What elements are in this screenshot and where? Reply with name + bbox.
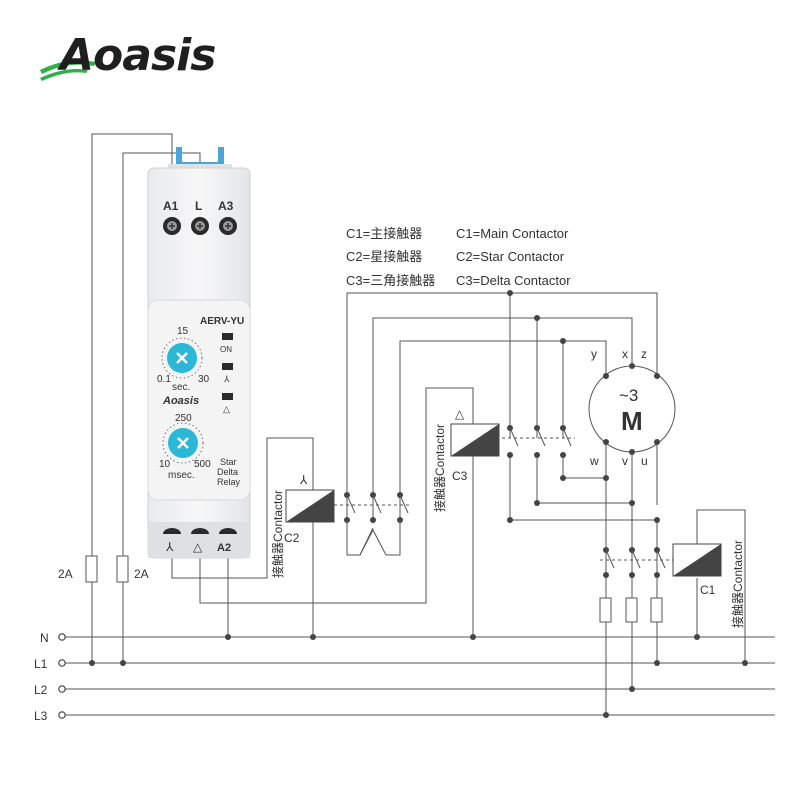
fuse-4 <box>625 597 638 623</box>
relay-side-label-3: Relay <box>217 477 241 487</box>
terminal-label-a1: A1 <box>163 199 179 213</box>
top-terminal-screws <box>163 217 237 235</box>
relay-side-label-2: Delta <box>217 467 238 477</box>
fuse-label-2: 2A <box>134 567 149 581</box>
terminal-label-star: ⅄ <box>165 540 174 554</box>
terminal-label-a3: A3 <box>218 199 234 213</box>
line-terminal-l2 <box>58 685 66 693</box>
motor-terminal-v: v <box>622 454 628 468</box>
motor-symbol: M <box>621 406 643 436</box>
coil-c2-vertical-label: 接触器Contactor <box>270 490 285 578</box>
coil-c2: ⅄ C2 接触器Contactor <box>270 473 335 578</box>
fuse-3 <box>599 597 612 623</box>
knob1-unit: sec. <box>172 382 190 393</box>
coil-c3-label: C3 <box>452 469 468 483</box>
coil-c1-vertical-label: 接触器Contactor <box>730 540 745 628</box>
line-terminal-l1 <box>58 659 66 667</box>
indicator-on <box>222 333 233 340</box>
logo-text: Aoasis <box>60 30 216 81</box>
motor-terminal-z: z <box>641 347 647 361</box>
fuse-5 <box>650 597 663 623</box>
terminal-label-l: L <box>195 199 202 213</box>
knob2-right: 500 <box>194 459 211 470</box>
legend: C1=主接触器 C1=Main Contactor C2=星接触器 C2=Sta… <box>346 226 571 288</box>
line-terminal-l3 <box>58 711 66 719</box>
line-label-n: N <box>40 631 49 645</box>
indicator-delta <box>222 393 233 400</box>
bottom-terminal-screws <box>163 528 237 534</box>
indicator-delta-label: △ <box>223 404 230 414</box>
motor-terminal-x: x <box>622 347 628 361</box>
motor: ~3 M y x z w v u <box>588 347 676 468</box>
fuse-label-1: 2A <box>58 567 73 581</box>
line-terminal-n <box>58 633 66 641</box>
fuse-2 <box>116 555 129 583</box>
indicator-star <box>222 363 233 370</box>
relay-model: AERV-YU <box>200 316 244 327</box>
power-lines <box>62 636 775 716</box>
fuses <box>85 555 663 623</box>
star-point <box>346 520 401 556</box>
terminal-label-a2: A2 <box>217 542 231 554</box>
coil-c2-label: C2 <box>284 531 300 545</box>
logo-swoosh-icon <box>40 60 96 81</box>
line-label-l2: L2 <box>34 683 48 697</box>
brand-logo: Aoasis <box>38 30 238 82</box>
motor-terminal-y: y <box>591 347 597 361</box>
motor-terminal-u: u <box>641 454 648 468</box>
coil-c3: △ C3 接触器Contactor <box>432 407 500 512</box>
legend-cn-1: C1=主接触器 <box>346 226 422 241</box>
coil-c1-label: C1 <box>700 583 716 597</box>
legend-en-2: C2=Star Contactor <box>456 249 565 264</box>
motor-terminal-w: w <box>589 454 599 468</box>
coil-c1: C1 接触器Contactor <box>672 540 745 628</box>
knob1-left: 0.1 <box>157 374 171 385</box>
motor-phase: ~3 <box>619 386 638 405</box>
terminal-label-delta: △ <box>193 540 203 554</box>
knob1-right: 30 <box>198 374 210 385</box>
coil-c3-vertical-label: 接触器Contactor <box>432 424 447 512</box>
knob2-unit: msec. <box>168 470 195 481</box>
legend-en-3: C3=Delta Contactor <box>456 273 571 288</box>
relay-brand: Aoasis <box>162 395 199 407</box>
relay-device: A1 L A3 AERV-YU 15 0.1 30 sec. ON ⅄ △ Ao… <box>147 147 251 559</box>
line-label-l1: L1 <box>34 657 48 671</box>
knob2-top: 250 <box>175 413 192 424</box>
contact-switches <box>286 427 675 569</box>
legend-cn-2: C2=星接触器 <box>346 249 422 264</box>
indicator-star-label: ⅄ <box>223 374 230 384</box>
legend-cn-3: C3=三角接触器 <box>346 273 435 288</box>
relay-side-label-1: Star <box>220 457 237 467</box>
junction-dots <box>89 290 748 718</box>
fuse-1 <box>85 555 98 583</box>
line-label-l3: L3 <box>34 709 48 723</box>
coil-c3-symbol: △ <box>455 407 465 421</box>
knob2-left: 10 <box>159 459 171 470</box>
indicator-on-label: ON <box>220 345 232 354</box>
knob1-top: 15 <box>177 326 189 337</box>
legend-en-1: C1=Main Contactor <box>456 226 569 241</box>
coil-c2-symbol: ⅄ <box>299 473 308 487</box>
